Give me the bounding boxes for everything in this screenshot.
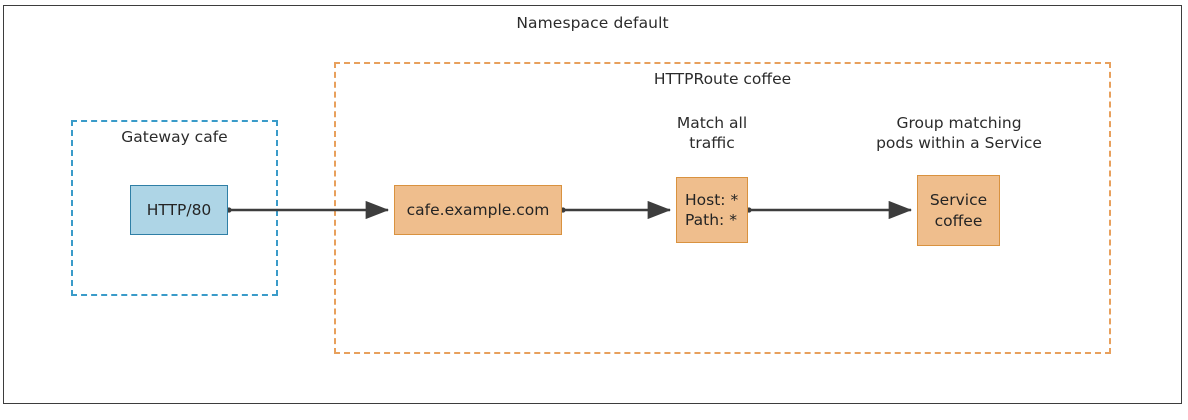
httproute-title: HTTPRoute coffee (653, 70, 792, 88)
node-service[interactable]: Service coffee (917, 175, 1000, 246)
node-hostname[interactable]: cafe.example.com (394, 185, 562, 235)
gateway-title: Gateway cafe (121, 128, 228, 146)
node-gateway-listener[interactable]: HTTP/80 (130, 185, 228, 235)
caption-group-matching-pods: Group matching pods within a Service (876, 114, 1042, 153)
gateway-container (71, 120, 278, 296)
caption-match-all-traffic: Match all traffic (676, 114, 748, 153)
node-route-match[interactable]: Host: * Path: * (676, 177, 748, 243)
namespace-title: Namespace default (516, 14, 669, 32)
httproute-container (334, 62, 1111, 354)
